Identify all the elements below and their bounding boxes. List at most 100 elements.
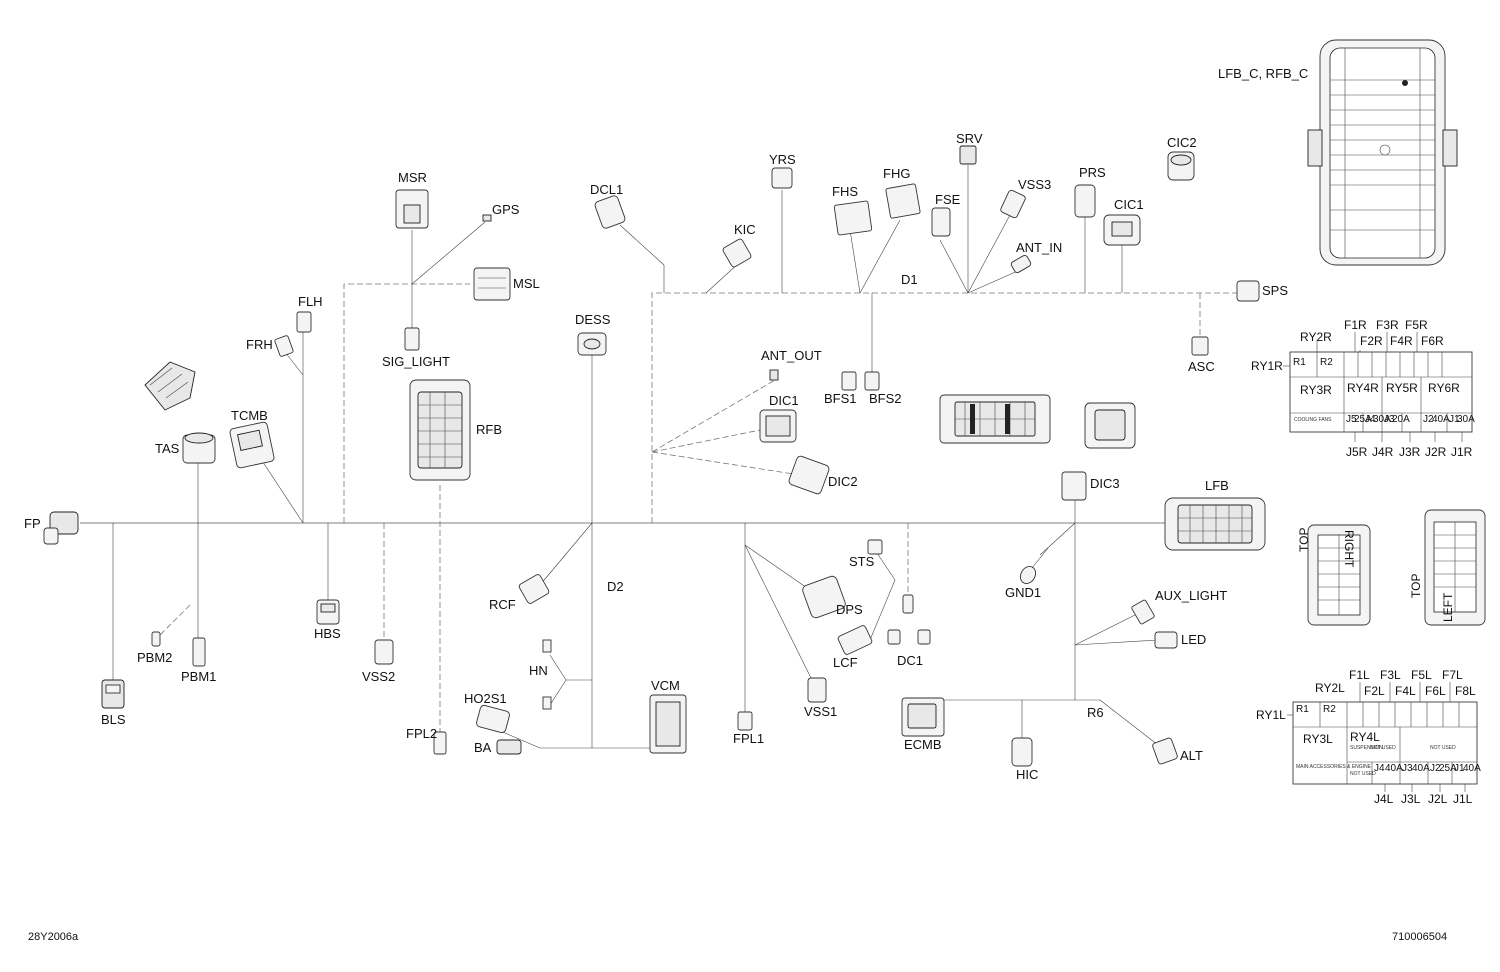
jumper-cell: J3 [1384, 414, 1395, 425]
sts-sensor-icon [867, 539, 883, 555]
label-aux-light: AUX_LIGHT [1155, 588, 1227, 603]
jumper-cell: 40A [1385, 763, 1403, 774]
fhs-heater-icon [833, 200, 873, 236]
label-d1: D1 [901, 272, 918, 287]
ho2s1-sensor-icon [476, 704, 510, 734]
lcf-connector-icon [837, 625, 873, 655]
relay-cell: RY4L [1350, 730, 1380, 744]
ant-out-connector-icon [769, 369, 779, 381]
label-lfb-c-rfb-c: LFB_C, RFB_C [1218, 66, 1308, 81]
label-led: LED [1181, 632, 1206, 647]
jumper-label: J1L [1453, 792, 1473, 806]
jumper-label: J2L [1428, 792, 1448, 806]
fuse-label: F6R [1421, 334, 1444, 348]
orientation-label: RIGHT [1342, 530, 1356, 568]
label-pbm1: PBM1 [181, 669, 216, 684]
label-prs: PRS [1079, 165, 1106, 180]
label-bfs1: BFS1 [824, 391, 857, 406]
fuse-label: RY2R [1300, 330, 1332, 344]
lfb-fuse-box-icon [1164, 497, 1266, 551]
ecmb-module-icon [901, 697, 945, 737]
vss2-sensor-icon [374, 639, 394, 665]
flh-connector-icon [296, 311, 312, 333]
sps-sensor-icon [1236, 280, 1260, 302]
fuse-label: F2L [1364, 684, 1385, 698]
cell-note: COOLING FANS [1294, 417, 1332, 423]
label-ba: BA [474, 740, 492, 755]
jumper-label: J4R [1372, 445, 1394, 459]
fpl1-connector-icon [737, 711, 753, 731]
fuse-label: F8L [1455, 684, 1476, 698]
fse-connector-icon [931, 207, 951, 237]
cic1-connector-icon [1103, 214, 1141, 246]
relay-cell: RY3R [1300, 383, 1332, 397]
label-vss3: VSS3 [1018, 177, 1051, 192]
vcm-module-icon [649, 694, 687, 754]
jumper-label: J5R [1346, 445, 1368, 459]
jumper-cell: J2 [1423, 414, 1434, 425]
central-module-icon [939, 394, 1051, 444]
jumper-cell: J1 [1449, 414, 1460, 425]
label-rcf: RCF [489, 597, 516, 612]
gnd1-ground-icon [1020, 547, 1049, 584]
label-lcf: LCF [833, 655, 858, 670]
jumper-label: J4L [1374, 792, 1394, 806]
relay-cell: RY4R [1347, 381, 1379, 395]
label-pbm2: PBM2 [137, 650, 172, 665]
fuse-label: F4L [1395, 684, 1416, 698]
relay-cell: R1 [1296, 704, 1309, 715]
yrs-sensor-icon [771, 167, 793, 189]
label-lfb: LFB [1205, 478, 1229, 493]
cic2-connector-icon [1167, 151, 1195, 181]
label-tas: TAS [155, 441, 180, 456]
pbm2-connector-icon [151, 631, 161, 647]
fuse-label: F4R [1390, 334, 1413, 348]
relay-cell: RY3L [1303, 732, 1333, 746]
jumper-cell: 25A [1439, 763, 1457, 774]
fp-connector-icon [43, 511, 79, 545]
label-srv: SRV [956, 131, 983, 146]
pbm1-module-icon [192, 637, 206, 667]
fhg-heater-icon [885, 183, 921, 219]
fuse-label: F6L [1425, 684, 1446, 698]
frh-connector-icon [274, 335, 294, 357]
label-ant-in: ANT_IN [1016, 240, 1062, 255]
label-r6: R6 [1087, 705, 1104, 720]
dps-sensor-icon [802, 575, 846, 619]
right-fuse-box-chart: RY2R F1R F3R F5R F2R F4R F6R RY1R R1 R2 … [1251, 318, 1475, 459]
msl-switch-icon [473, 267, 511, 301]
label-hn: HN [529, 663, 548, 678]
led-connector-icon [1154, 631, 1178, 649]
jumper-cell: J5 [1346, 414, 1357, 425]
relay-cell: R1 [1293, 357, 1306, 368]
label-gps: GPS [492, 202, 520, 217]
dess-post-icon [577, 332, 607, 356]
cell-note: SUSPENSION [1350, 745, 1383, 751]
jumper-cell: 40A [1432, 414, 1450, 425]
label-vss2: VSS2 [362, 669, 395, 684]
tas-sensor-icon [182, 432, 216, 464]
label-bfs2: BFS2 [869, 391, 902, 406]
rfb-fuse-box-icon [409, 379, 471, 481]
fuse-label: RY1R [1251, 359, 1283, 373]
fuse-label: F1R [1344, 318, 1367, 332]
label-msl: MSL [513, 276, 540, 291]
jumper-cell: J4 [1374, 763, 1385, 774]
hn-terminal-icon [542, 696, 552, 710]
label-hbs: HBS [314, 626, 341, 641]
cell-note: NOT USED [1370, 745, 1396, 751]
label-ho2s1: HO2S1 [464, 691, 507, 706]
jumper-cell: 40A [1463, 763, 1481, 774]
component-labels: FP BLS PBM2 PBM1 TAS TCMB FRH FLH HBS VS… [24, 66, 1308, 782]
fuse-label: F5R [1405, 318, 1428, 332]
label-sts: STS [849, 554, 875, 569]
vss3-sensor-icon [1000, 189, 1026, 219]
msr-switch-icon [395, 189, 429, 229]
left-fuse-box-chart: F1L F3L F5L F7L F2L F4L F6L F8L RY2L RY1… [1256, 668, 1481, 806]
fuse-label: F3R [1376, 318, 1399, 332]
cell-note: NOT USED [1430, 745, 1456, 751]
label-msr: MSR [398, 170, 427, 185]
label-frh: FRH [246, 337, 273, 352]
right-fuse-orientation-view: TOP RIGHT [1297, 524, 1371, 626]
